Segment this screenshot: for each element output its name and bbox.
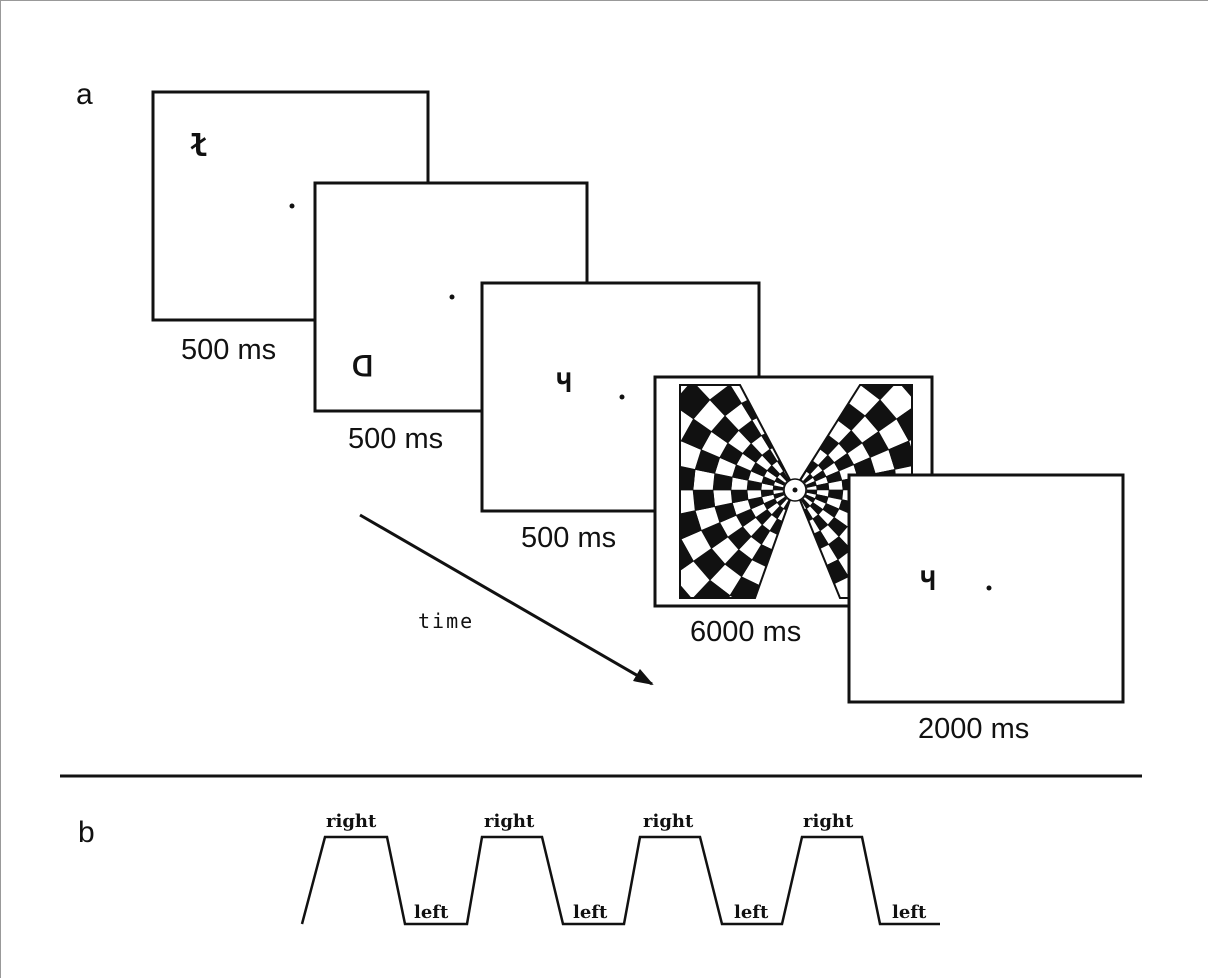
- checker-segment: [874, 337, 919, 381]
- fixation-dot-4: [792, 487, 798, 493]
- duration-label-4: 6000 ms: [690, 616, 801, 648]
- wave-label-right-2: right: [484, 811, 535, 832]
- duration-label-1: 500 ms: [181, 334, 276, 366]
- stimulus-glyph-3: Ч: [556, 369, 572, 399]
- checker-segment: [888, 440, 912, 470]
- fixation-dot-2: [449, 294, 455, 300]
- checker-segment: [896, 403, 912, 442]
- stimulus-glyph-2: ᗡ: [352, 350, 373, 383]
- checker-segment: [846, 321, 889, 362]
- checker-segment: [691, 579, 731, 598]
- stimulus-glyph-5: Ч: [920, 567, 936, 597]
- checker-segment: [859, 385, 899, 401]
- duration-label-3: 500 ms: [521, 522, 616, 554]
- checker-segment: [879, 385, 912, 420]
- wave-label-left-3: left: [734, 902, 769, 923]
- panel-label-a: a: [76, 78, 93, 111]
- checker-segment: [691, 385, 731, 401]
- wave-label-left-4: left: [892, 902, 927, 923]
- checker-segment: [692, 489, 716, 511]
- wave-label-right-4: right: [803, 811, 854, 832]
- panel-label-b: b: [78, 816, 95, 849]
- fixation-dot-1: [289, 203, 295, 209]
- wave-label-right-3: right: [643, 811, 694, 832]
- fixation-dot-5: [986, 585, 992, 591]
- checker-segment: [680, 560, 711, 598]
- checker-segment: [933, 419, 972, 460]
- wave-label-right-1: right: [326, 811, 377, 832]
- time-arrow: [359, 513, 654, 686]
- checker-segment: [680, 403, 694, 442]
- wave-label-left-2: left: [573, 902, 608, 923]
- fixation-dot-3: [619, 394, 625, 400]
- duration-label-5: 2000 ms: [918, 713, 1029, 745]
- block-design-waveform: [300, 835, 940, 926]
- checker-segment: [680, 464, 696, 491]
- checker-segment: [680, 385, 711, 420]
- wave-label-left-1: left: [414, 902, 449, 923]
- checker-segment: [619, 520, 658, 561]
- stimulus-glyph-1: ł: [190, 129, 208, 164]
- time-arrow-label: time: [418, 609, 474, 633]
- screen-5: Ч: [847, 473, 1125, 704]
- duration-label-2: 500 ms: [348, 423, 443, 455]
- checker-segment: [709, 385, 742, 417]
- checker-segment: [680, 538, 694, 577]
